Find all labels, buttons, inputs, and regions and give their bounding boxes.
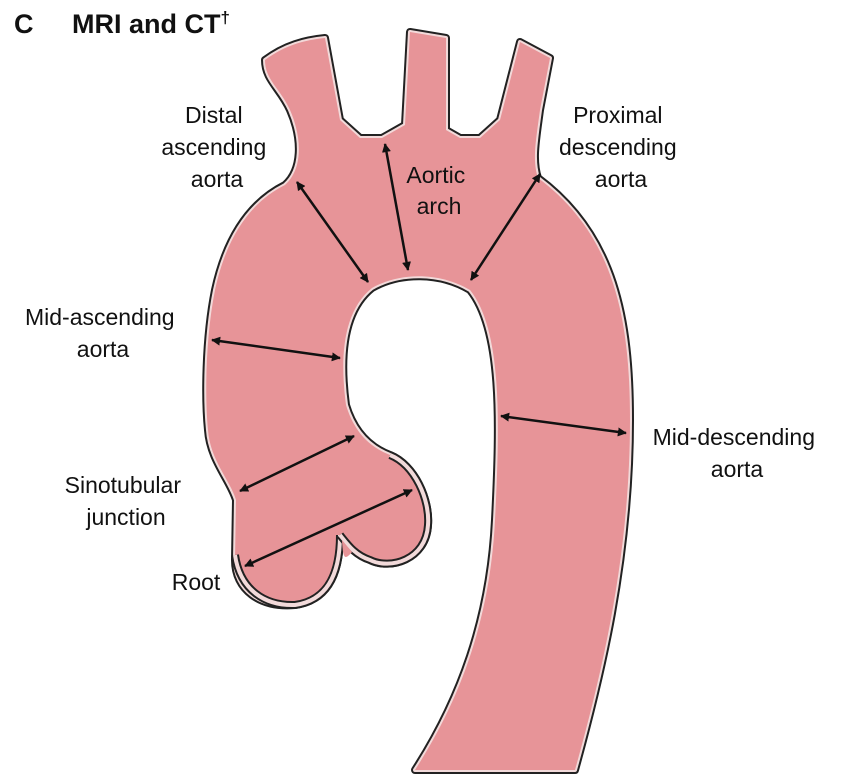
label-mid-descending: Mid-descending aorta xyxy=(653,424,822,482)
panel-title-mark: † xyxy=(221,8,230,27)
panel-title-text: MRI and CT xyxy=(72,9,221,39)
label-distal-ascending: Distal ascending aorta xyxy=(161,102,272,192)
panel-title: MRI and CT† xyxy=(72,8,230,39)
label-proximal-descending: Proximal descending aorta xyxy=(559,102,683,192)
panel-letter: C xyxy=(14,9,34,39)
label-mid-ascending: Mid-ascending aorta xyxy=(25,304,181,362)
label-root: Root xyxy=(172,569,221,595)
label-sinotubular: Sinotubular junction xyxy=(65,472,188,530)
